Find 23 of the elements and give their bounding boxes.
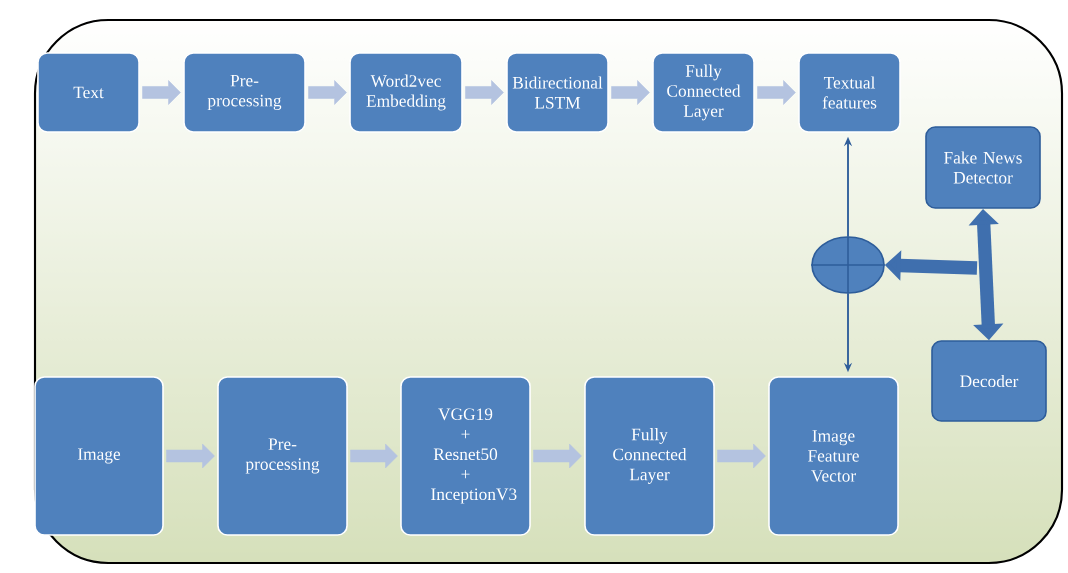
process-box: Pre- processing bbox=[183, 52, 306, 133]
output-box: Decoder bbox=[931, 340, 1047, 422]
process-box: VGG19 + Resnet50 + InceptionV3 bbox=[400, 376, 531, 536]
process-box: Textual features bbox=[798, 52, 901, 133]
chevron-arrow bbox=[308, 80, 347, 105]
chevron-arrow bbox=[142, 80, 181, 105]
process-box: Fully Connected Layer bbox=[652, 52, 755, 133]
chevron-arrow bbox=[166, 443, 215, 469]
process-box: Bidirectional LSTM bbox=[506, 52, 609, 133]
chevron-arrow bbox=[611, 80, 650, 105]
process-box: Text bbox=[37, 52, 140, 133]
process-box: Word2vec Embedding bbox=[349, 52, 463, 133]
process-box: Fully Connected Layer bbox=[584, 376, 715, 536]
chevron-arrow bbox=[717, 443, 766, 469]
process-box: Image Feature Vector bbox=[768, 376, 899, 536]
chevron-arrow bbox=[465, 80, 504, 105]
output-box: Fake News Detector bbox=[925, 126, 1041, 209]
chevron-arrow bbox=[757, 80, 796, 105]
chevron-arrow bbox=[350, 443, 398, 469]
fusion-symbol bbox=[810, 235, 886, 295]
process-box: Pre- processing bbox=[217, 376, 348, 536]
process-box: Image bbox=[34, 376, 164, 536]
chevron-arrow bbox=[533, 443, 582, 469]
